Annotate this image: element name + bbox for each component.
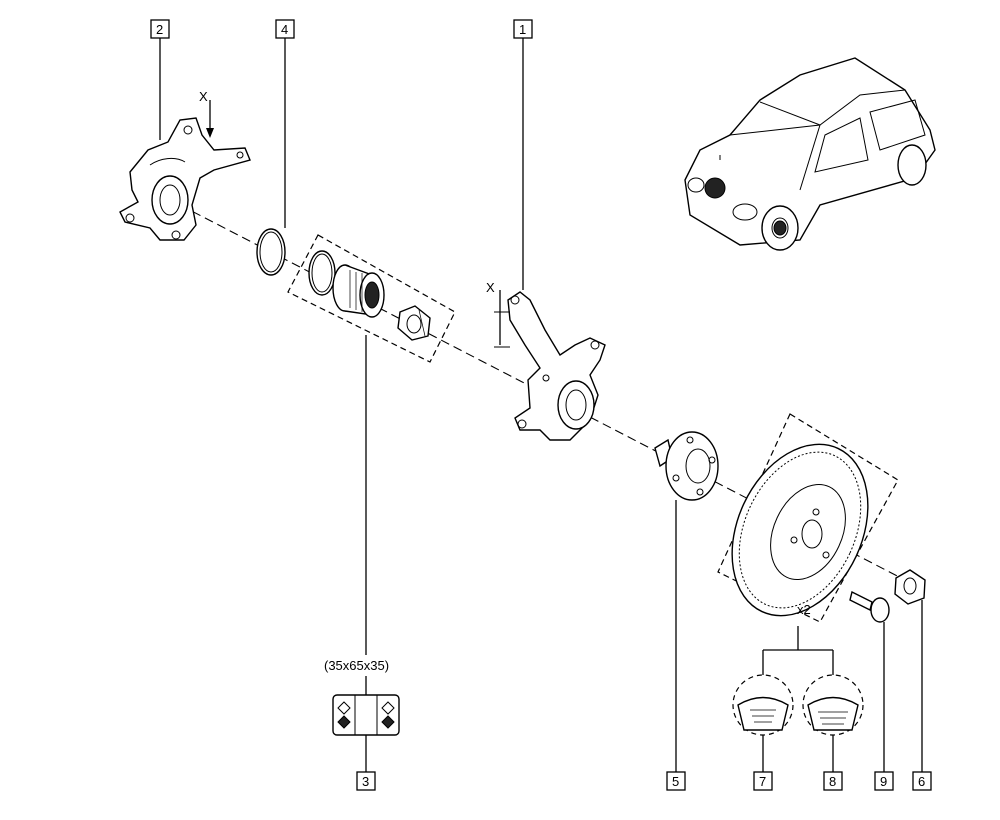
leader-quantity <box>762 626 834 675</box>
callout-4: 4 <box>275 19 295 39</box>
wheel-bolt <box>849 590 890 623</box>
detail-circle-7 <box>732 674 794 736</box>
svg-text:4: 4 <box>281 22 288 37</box>
svg-text:5: 5 <box>672 774 679 789</box>
bearing-size-label: (35x65x35) <box>324 658 389 673</box>
wheel-hub <box>654 431 719 501</box>
svg-text:6: 6 <box>918 774 925 789</box>
svg-text:1: 1 <box>519 22 526 37</box>
callout-3: 3 <box>356 771 376 791</box>
circlip-pair <box>256 228 336 296</box>
x-arrowhead-left <box>206 128 214 138</box>
x-mark-right: X <box>486 280 495 295</box>
callout-2: 2 <box>150 19 170 39</box>
x-mark-left: X <box>199 89 208 104</box>
callout-8: 8 <box>823 771 843 791</box>
bearing-kit-outline <box>287 234 456 363</box>
wheel-bearing <box>332 264 385 318</box>
svg-text:3: 3 <box>362 774 369 789</box>
bearing-symbol <box>332 694 400 736</box>
svg-text:9: 9 <box>880 774 887 789</box>
steering-knuckle-right <box>507 291 606 441</box>
detail-circle-8 <box>802 674 864 736</box>
steering-knuckle-left <box>119 117 251 241</box>
callout-6: 6 <box>912 771 932 791</box>
callout-5: 5 <box>666 771 686 791</box>
callout-9: 9 <box>874 771 894 791</box>
quantity-label: x2 <box>797 602 811 617</box>
brake-disc <box>731 443 869 617</box>
svg-text:7: 7 <box>759 774 766 789</box>
hub-nut-small <box>397 305 431 341</box>
car-illustration <box>684 57 936 251</box>
svg-text:2: 2 <box>156 22 163 37</box>
callout-1: 1 <box>513 19 533 39</box>
hub-nut <box>894 569 926 605</box>
svg-text:8: 8 <box>829 774 836 789</box>
callout-7: 7 <box>753 771 773 791</box>
